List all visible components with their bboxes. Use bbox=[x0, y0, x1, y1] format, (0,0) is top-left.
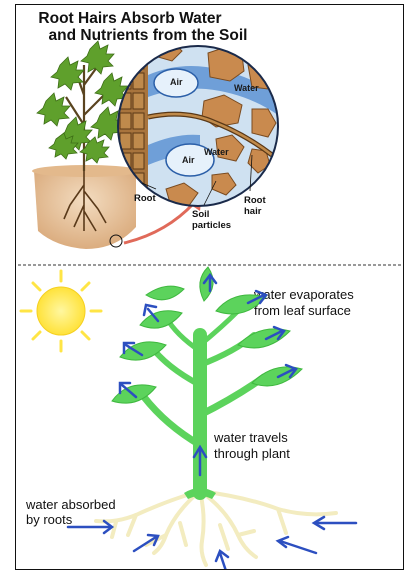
text-travels-line-1: water travels bbox=[213, 430, 288, 445]
text-evaporates-line-1: water evaporates bbox=[253, 287, 354, 302]
plant-roots bbox=[96, 491, 336, 565]
soil-mound bbox=[32, 165, 140, 249]
label-water-bottom: Water bbox=[204, 147, 229, 157]
label-soil-line-1: Soil bbox=[192, 209, 209, 220]
water-flow-arrows bbox=[68, 275, 356, 570]
title-line-2: and Nutrients from the Soil bbox=[49, 27, 248, 44]
sun-icon bbox=[21, 271, 101, 351]
label-water-top: Water bbox=[234, 83, 259, 93]
text-absorbed-line-1: water absorbed bbox=[25, 497, 116, 512]
text-travels-line-2: through plant bbox=[214, 446, 290, 461]
label-air-bottom: Air bbox=[182, 155, 195, 165]
diagram-canvas: Root Hairs Absorb Water and Nutrients fr… bbox=[16, 5, 404, 570]
label-root: Root bbox=[134, 193, 156, 204]
title-line-1: Root Hairs Absorb Water bbox=[38, 10, 221, 27]
text-absorbed-line-2: by roots bbox=[26, 512, 73, 527]
label-root-hair-line-2: hair bbox=[244, 206, 262, 217]
label-air-top: Air bbox=[170, 77, 183, 87]
title: Root Hairs Absorb Water and Nutrients fr… bbox=[38, 10, 247, 44]
diagram-frame: Root Hairs Absorb Water and Nutrients fr… bbox=[15, 4, 404, 570]
label-soil-line-2: particles bbox=[192, 220, 231, 231]
magnified-soil-circle bbox=[116, 41, 278, 215]
text-evaporates-line-2: from leaf surface bbox=[254, 303, 351, 318]
label-root-hair-line-1: Root bbox=[244, 195, 266, 206]
